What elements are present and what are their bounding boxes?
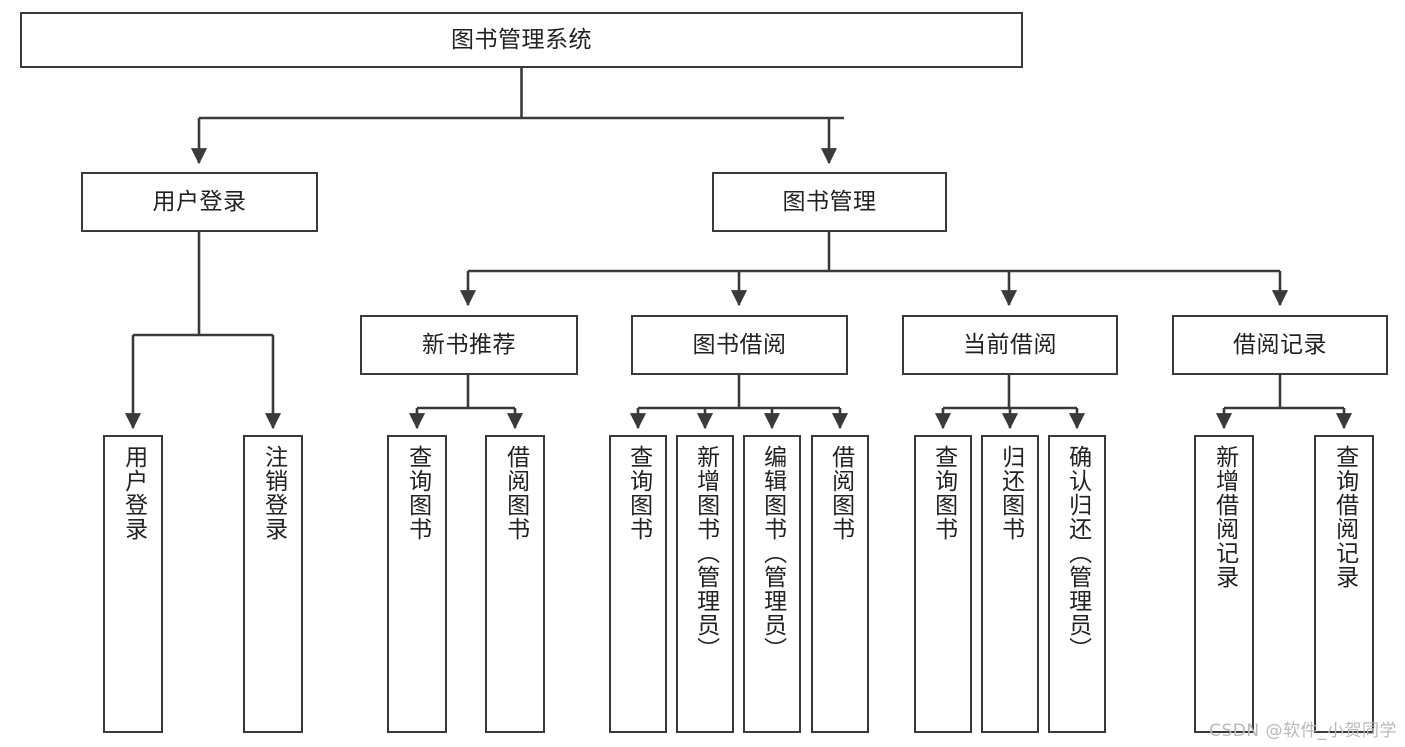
node-leaf-query-book-2[interactable]: 查询图书	[609, 435, 667, 733]
node-leaf-user-login[interactable]: 用户登录	[103, 435, 163, 733]
node-borrow-record-label: 借阅记录	[1233, 331, 1327, 358]
node-leaf-edit-book-label: 编辑图书（管理员）	[759, 445, 786, 661]
node-leaf-user-login-label: 用户登录	[120, 445, 147, 541]
node-leaf-user-logout-label: 注销登录	[260, 445, 287, 541]
node-leaf-borrow-book-2[interactable]: 借阅图书	[811, 435, 869, 733]
node-user-login[interactable]: 用户登录	[81, 172, 318, 232]
node-borrow-record[interactable]: 借阅记录	[1172, 315, 1388, 375]
node-leaf-user-logout[interactable]: 注销登录	[243, 435, 303, 733]
node-leaf-confirm-return[interactable]: 确认归还（管理员）	[1048, 435, 1106, 733]
node-leaf-edit-book[interactable]: 编辑图书（管理员）	[743, 435, 801, 733]
node-new-book-recommend[interactable]: 新书推荐	[360, 315, 578, 375]
node-leaf-borrow-book-2-label: 借阅图书	[827, 445, 854, 541]
node-user-login-label: 用户登录	[152, 188, 247, 215]
node-new-book-recommend-label: 新书推荐	[422, 331, 516, 358]
watermark: CSDN @软件_小贺同学	[1209, 721, 1397, 741]
node-leaf-add-book[interactable]: 新增图书（管理员）	[676, 435, 734, 733]
node-leaf-add-record-label: 新增借阅记录	[1211, 445, 1238, 589]
node-leaf-query-record-label: 查询借阅记录	[1331, 445, 1358, 589]
node-leaf-return-book[interactable]: 归还图书	[981, 435, 1039, 733]
node-leaf-query-book-1-label: 查询图书	[404, 445, 431, 541]
node-leaf-borrow-book-1-label: 借阅图书	[502, 445, 529, 541]
node-book-manage-label: 图书管理	[782, 188, 877, 215]
node-book-borrow-label: 图书借阅	[692, 331, 787, 358]
node-leaf-query-book-2-label: 查询图书	[625, 445, 652, 541]
node-book-borrow[interactable]: 图书借阅	[631, 315, 848, 375]
node-leaf-add-book-label: 新增图书（管理员）	[692, 445, 719, 661]
node-leaf-query-book-3[interactable]: 查询图书	[914, 435, 972, 733]
node-leaf-borrow-book-1[interactable]: 借阅图书	[485, 435, 545, 733]
node-leaf-query-book-3-label: 查询图书	[930, 445, 957, 541]
node-leaf-query-book-1[interactable]: 查询图书	[387, 435, 447, 733]
node-root-label: 图书管理系统	[451, 26, 592, 53]
node-leaf-confirm-return-label: 确认归还（管理员）	[1064, 445, 1091, 661]
node-leaf-return-book-label: 归还图书	[997, 445, 1024, 541]
node-current-borrow[interactable]: 当前借阅	[902, 315, 1118, 375]
node-leaf-query-record[interactable]: 查询借阅记录	[1314, 435, 1374, 733]
node-leaf-add-record[interactable]: 新增借阅记录	[1194, 435, 1254, 733]
node-book-manage[interactable]: 图书管理	[712, 172, 947, 232]
node-root[interactable]: 图书管理系统	[20, 12, 1023, 68]
node-current-borrow-label: 当前借阅	[963, 331, 1057, 358]
